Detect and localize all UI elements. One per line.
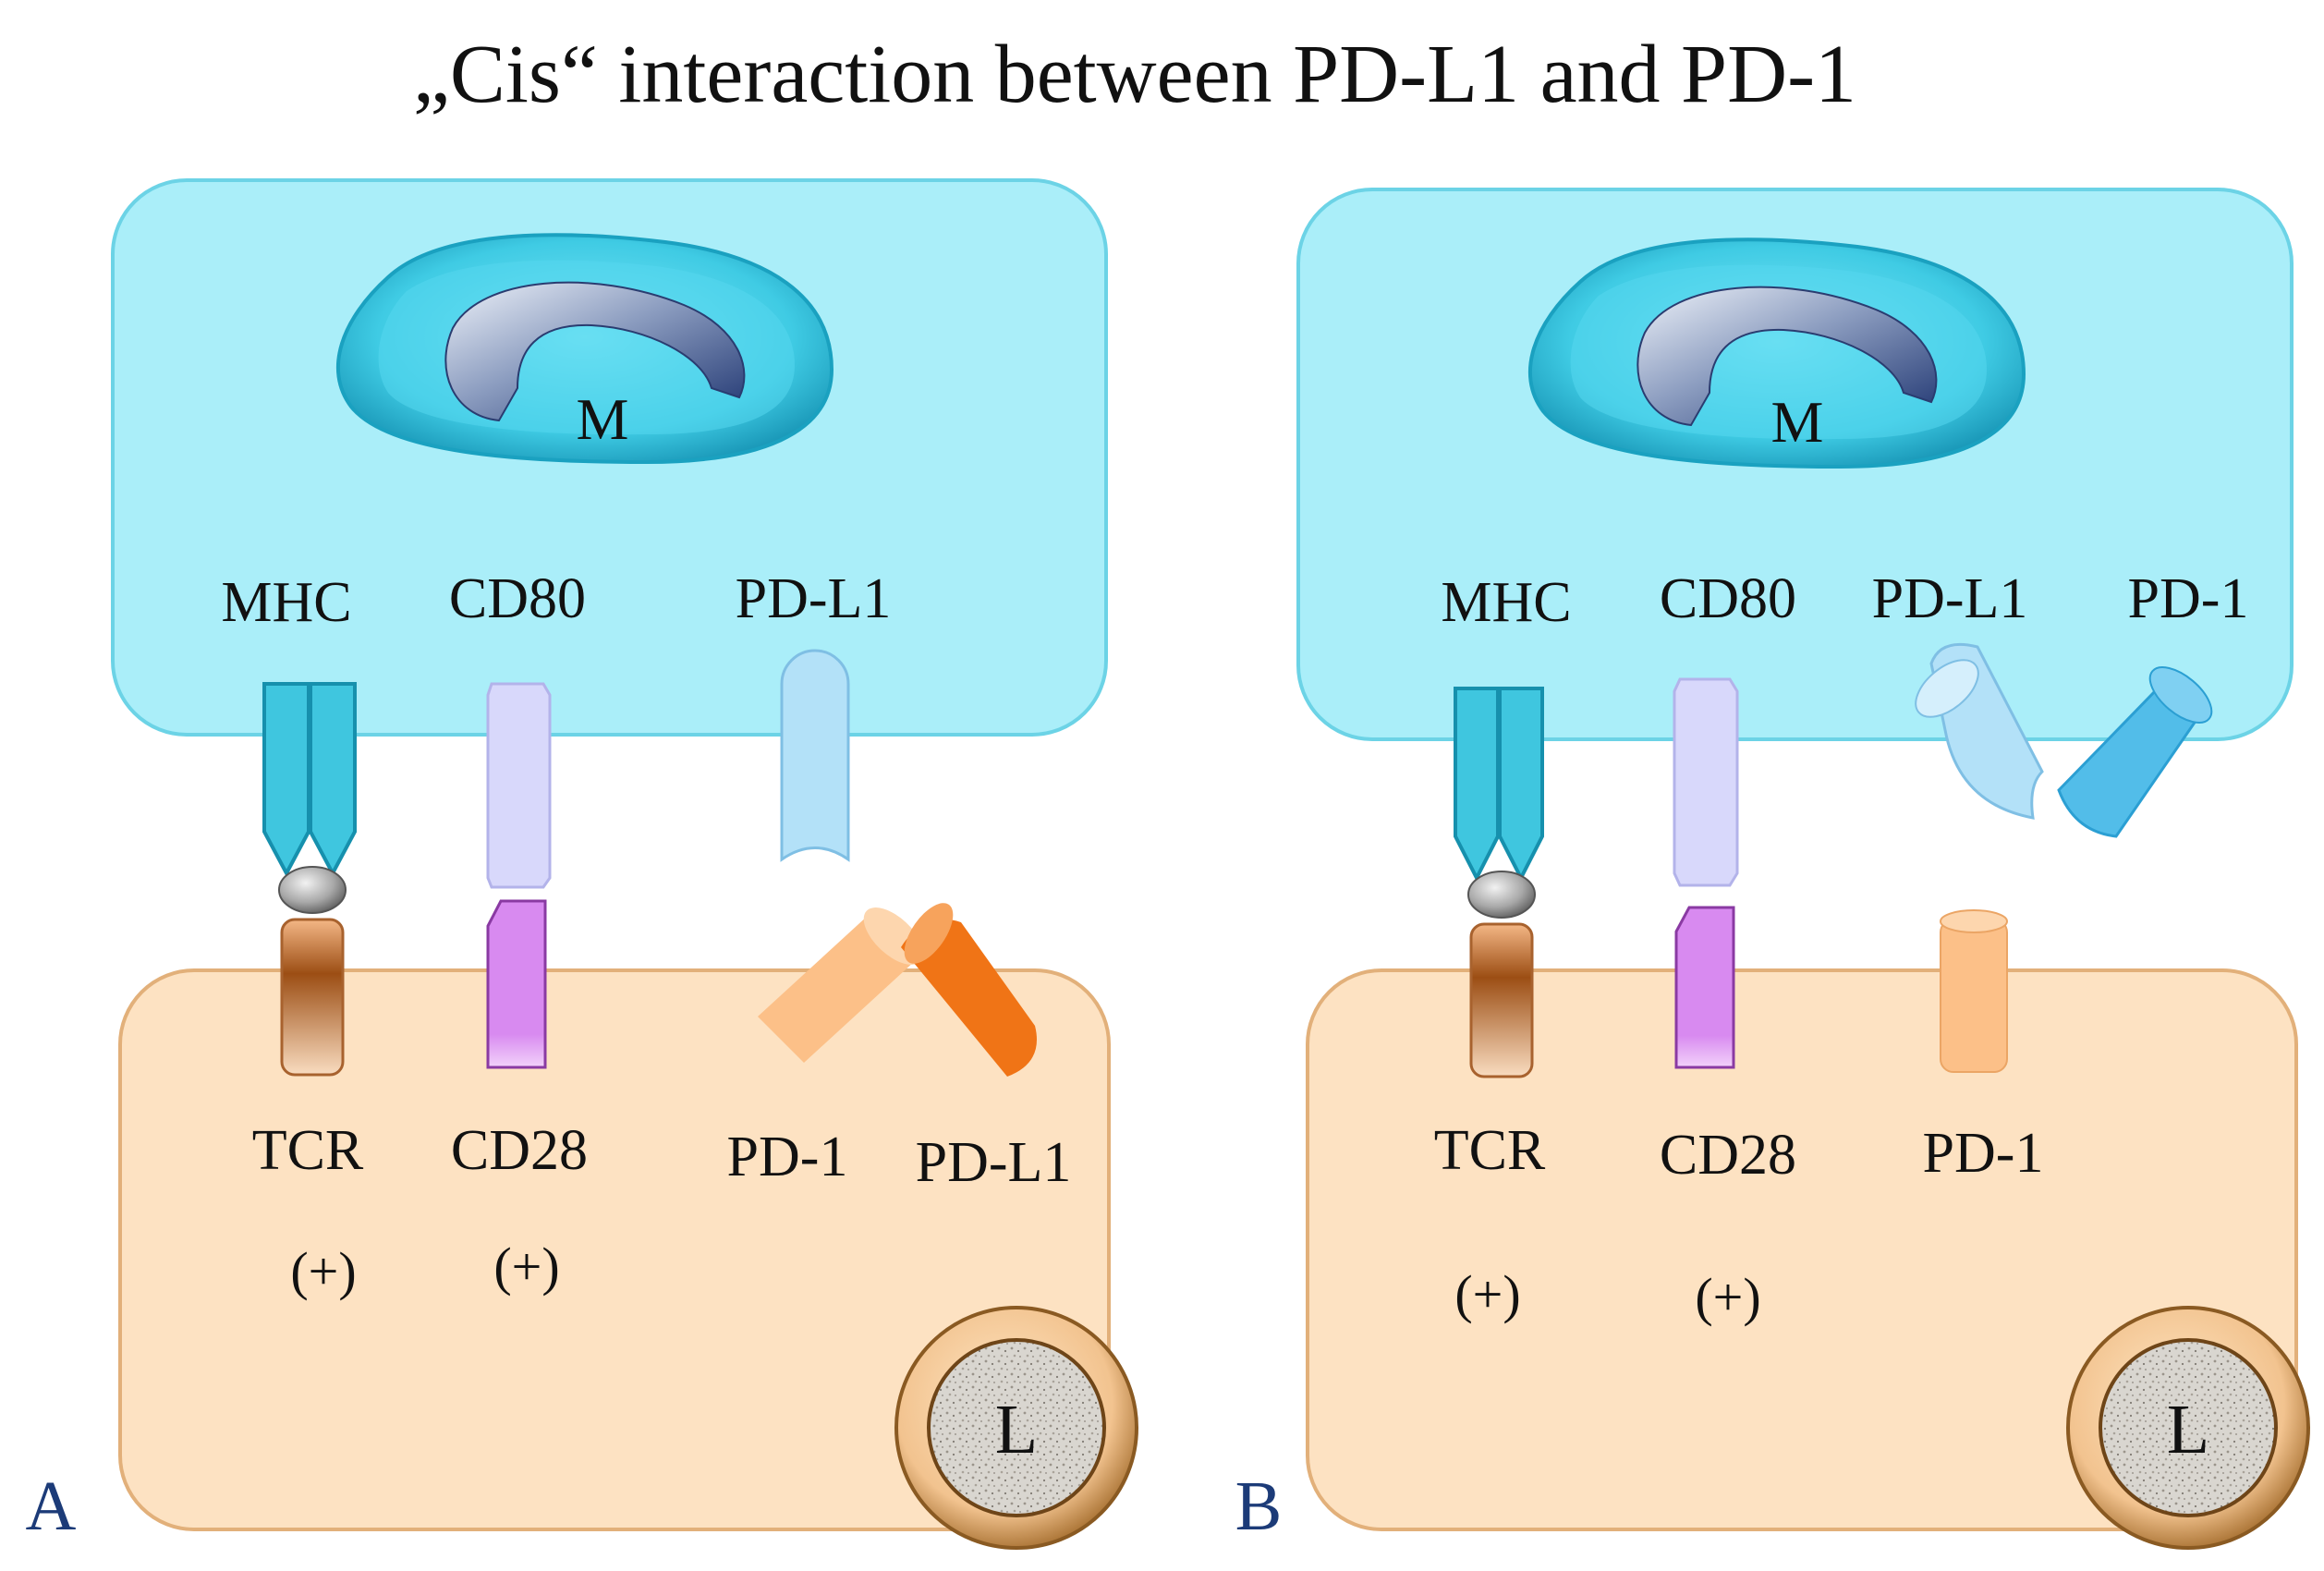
pd-1-lymph-molecule [758, 915, 915, 1063]
label-mhc: MHC [1441, 571, 1571, 634]
label-cd80: CD80 [1660, 567, 1796, 630]
panel-letter-b: B [1235, 1467, 1283, 1545]
lymphocyte-symbol: L [2066, 1306, 2310, 1550]
tcr-receptor [1469, 922, 1534, 1078]
label-pd-1-lymph: PD-1 [727, 1126, 848, 1188]
figure-title: „Cis“ interaction between PD-L1 and PD-1 [413, 29, 1856, 120]
pd-l1-lymph-molecule [901, 919, 1037, 1077]
label-cd28: CD28 [1660, 1124, 1796, 1187]
signal-tcr: (+) [290, 1241, 356, 1301]
peptide [278, 866, 347, 914]
nucleus: M [1528, 237, 2026, 469]
label-pd-1-lymph: PD-1 [1923, 1122, 2044, 1185]
nucleus: M [336, 233, 834, 465]
label-mhc: MHC [221, 571, 351, 634]
cd80-molecule [486, 682, 552, 889]
label-pd-l1-apc: PD-L1 [736, 567, 892, 630]
chromatin-shape [444, 281, 746, 422]
signal-cd28: (+) [1695, 1267, 1760, 1327]
nucleus-label: M [577, 386, 629, 452]
label-pd-1-apc: PD-1 [2128, 567, 2249, 630]
lymphocyte-label: L [995, 1391, 1038, 1468]
nucleus-label: M [1771, 389, 1824, 455]
label-pd-l1-lymph: PD-L1 [916, 1131, 1072, 1194]
tcr-receptor [280, 918, 345, 1077]
label-tcr: TCR [252, 1119, 364, 1182]
lymphocyte-cell [118, 968, 1111, 1531]
cd80-molecule [1673, 677, 1739, 887]
lymphocyte-label: L [2167, 1391, 2209, 1468]
label-cd80: CD80 [449, 567, 586, 630]
label-cd28: CD28 [451, 1119, 588, 1182]
panel-letter-a: A [26, 1467, 77, 1545]
label-pd-l1-apc: PD-L1 [1872, 567, 2028, 630]
chromatin-shape [1637, 286, 1938, 427]
cd28-molecule [1674, 906, 1735, 1069]
panel-a: M MHC CD80 PD-L1 TCR CD28 PD-1 PD-L1 (+) [26, 178, 1138, 1550]
lymphocyte-symbol: L [894, 1306, 1138, 1550]
cd28-molecule [486, 899, 547, 1069]
lymphocyte-cell [1306, 968, 2298, 1531]
panel-b: M MHC CD80 PD-L1 PD-1 TCR CD28 PD-1 (+) … [1235, 188, 2310, 1550]
pd-1-lymph-molecule [1940, 909, 2008, 1073]
signal-cd28: (+) [493, 1236, 559, 1297]
mhc-molecule [1454, 687, 1544, 883]
mhc-molecule [262, 682, 357, 878]
signal-tcr: (+) [1454, 1264, 1520, 1324]
pd-l1-apc-molecule [780, 649, 850, 862]
peptide [1467, 871, 1536, 919]
label-tcr: TCR [1434, 1119, 1546, 1182]
